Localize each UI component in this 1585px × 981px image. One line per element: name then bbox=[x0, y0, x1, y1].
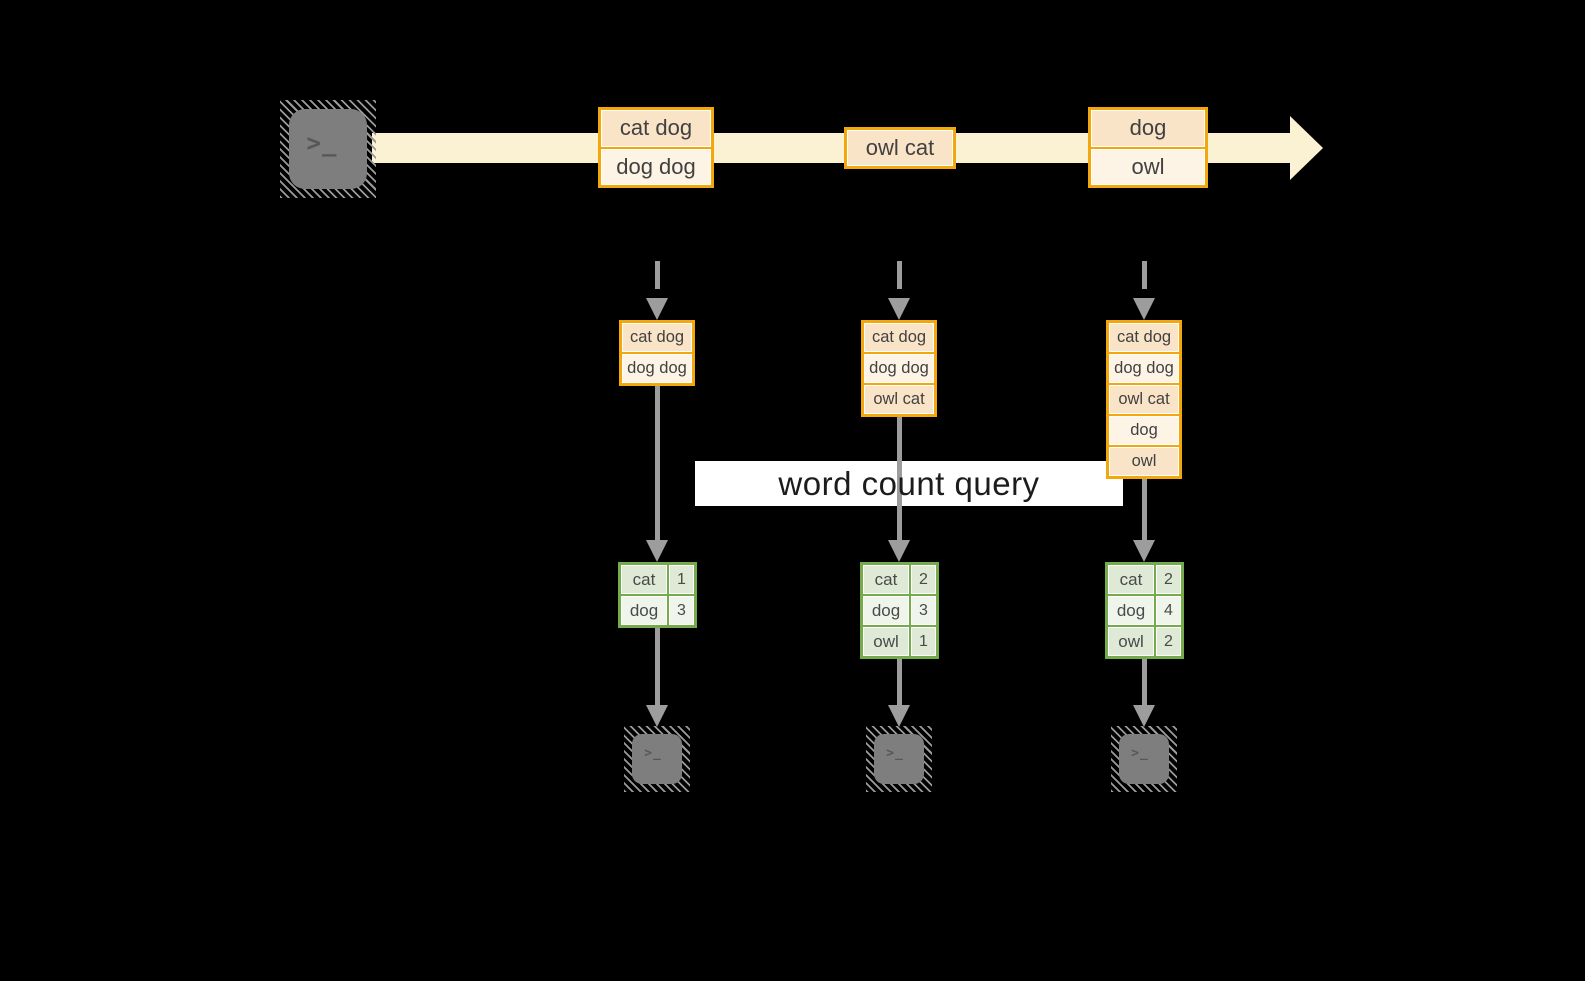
arrowhead-icon bbox=[1133, 540, 1155, 562]
query-banner-label: word count query bbox=[778, 464, 1040, 502]
arrowhead-icon bbox=[1133, 298, 1155, 320]
terminal-screen: >_ bbox=[289, 109, 367, 189]
arrowhead-icon bbox=[888, 298, 910, 320]
arrowhead-icon bbox=[888, 705, 910, 727]
count-value: 1 bbox=[911, 627, 936, 656]
terminal-icon: >_ bbox=[866, 726, 932, 792]
connector-line bbox=[1142, 479, 1147, 542]
stream-message-group-1: cat dog dog dog bbox=[598, 107, 714, 188]
batch-cell: cat dog bbox=[864, 323, 934, 352]
prompt-glyph: >_ bbox=[306, 129, 338, 157]
count-value: 3 bbox=[911, 596, 936, 625]
message-cell: cat dog bbox=[601, 110, 711, 147]
arrowhead-icon bbox=[888, 540, 910, 562]
terminal-screen: >_ bbox=[874, 734, 924, 784]
count-word: dog bbox=[863, 596, 909, 625]
count-value: 2 bbox=[1156, 565, 1181, 594]
message-cell: owl bbox=[1091, 148, 1205, 185]
batch-cell: dog bbox=[1109, 416, 1179, 445]
prompt-glyph: >_ bbox=[644, 745, 662, 761]
connector-line bbox=[655, 386, 660, 542]
count-table-2: cat 2 dog 3 owl 1 bbox=[860, 562, 939, 659]
stream-message-group-3: dog owl bbox=[1088, 107, 1208, 188]
batch-cell: dog dog bbox=[1109, 354, 1179, 383]
arrowhead-icon bbox=[646, 540, 668, 562]
connector-line bbox=[655, 628, 660, 708]
batch-cell: owl cat bbox=[864, 385, 934, 414]
message-cell: owl cat bbox=[847, 130, 953, 166]
batch-cell: dog dog bbox=[622, 354, 692, 383]
count-word: cat bbox=[621, 565, 667, 594]
terminal-screen: >_ bbox=[1119, 734, 1169, 784]
count-table-1: cat 1 dog 3 bbox=[618, 562, 697, 628]
stream-arrow-head-icon bbox=[1290, 116, 1323, 180]
connector-line bbox=[1142, 659, 1147, 708]
count-word: dog bbox=[621, 596, 667, 625]
dashed-connector bbox=[897, 261, 902, 299]
count-word: dog bbox=[1108, 596, 1154, 625]
batch-cell: cat dog bbox=[1109, 323, 1179, 352]
batch-cell: owl bbox=[1109, 447, 1179, 476]
dashed-connector bbox=[655, 261, 660, 299]
prompt-glyph: >_ bbox=[1131, 745, 1149, 761]
batch-cell: owl cat bbox=[1109, 385, 1179, 414]
batch-cell: dog dog bbox=[864, 354, 934, 383]
query-banner bbox=[695, 461, 1123, 506]
batch-stack-2: cat dog dog dog owl cat bbox=[861, 320, 937, 417]
stream-message-group-2: owl cat bbox=[844, 127, 956, 169]
message-cell: dog dog bbox=[601, 148, 711, 185]
arrowhead-icon bbox=[1133, 705, 1155, 727]
count-word: cat bbox=[863, 565, 909, 594]
connector-line bbox=[897, 659, 902, 708]
terminal-icon: >_ bbox=[1111, 726, 1177, 792]
dashed-connector bbox=[1142, 261, 1147, 299]
arrowhead-icon bbox=[646, 705, 668, 727]
count-word: owl bbox=[1108, 627, 1154, 656]
count-word: cat bbox=[1108, 565, 1154, 594]
count-value: 2 bbox=[1156, 627, 1181, 656]
count-word: owl bbox=[863, 627, 909, 656]
connector-line bbox=[897, 417, 902, 542]
count-value: 1 bbox=[669, 565, 694, 594]
count-value: 3 bbox=[669, 596, 694, 625]
count-table-3: cat 2 dog 4 owl 2 bbox=[1105, 562, 1184, 659]
count-value: 4 bbox=[1156, 596, 1181, 625]
batch-cell: cat dog bbox=[622, 323, 692, 352]
terminal-screen: >_ bbox=[632, 734, 682, 784]
batch-stack-3: cat dog dog dog owl cat dog owl bbox=[1106, 320, 1182, 479]
message-cell: dog bbox=[1091, 110, 1205, 147]
terminal-icon: >_ bbox=[624, 726, 690, 792]
batch-stack-1: cat dog dog dog bbox=[619, 320, 695, 386]
arrowhead-icon bbox=[646, 298, 668, 320]
prompt-glyph: >_ bbox=[886, 745, 904, 761]
terminal-icon: >_ bbox=[280, 100, 376, 198]
count-value: 2 bbox=[911, 565, 936, 594]
